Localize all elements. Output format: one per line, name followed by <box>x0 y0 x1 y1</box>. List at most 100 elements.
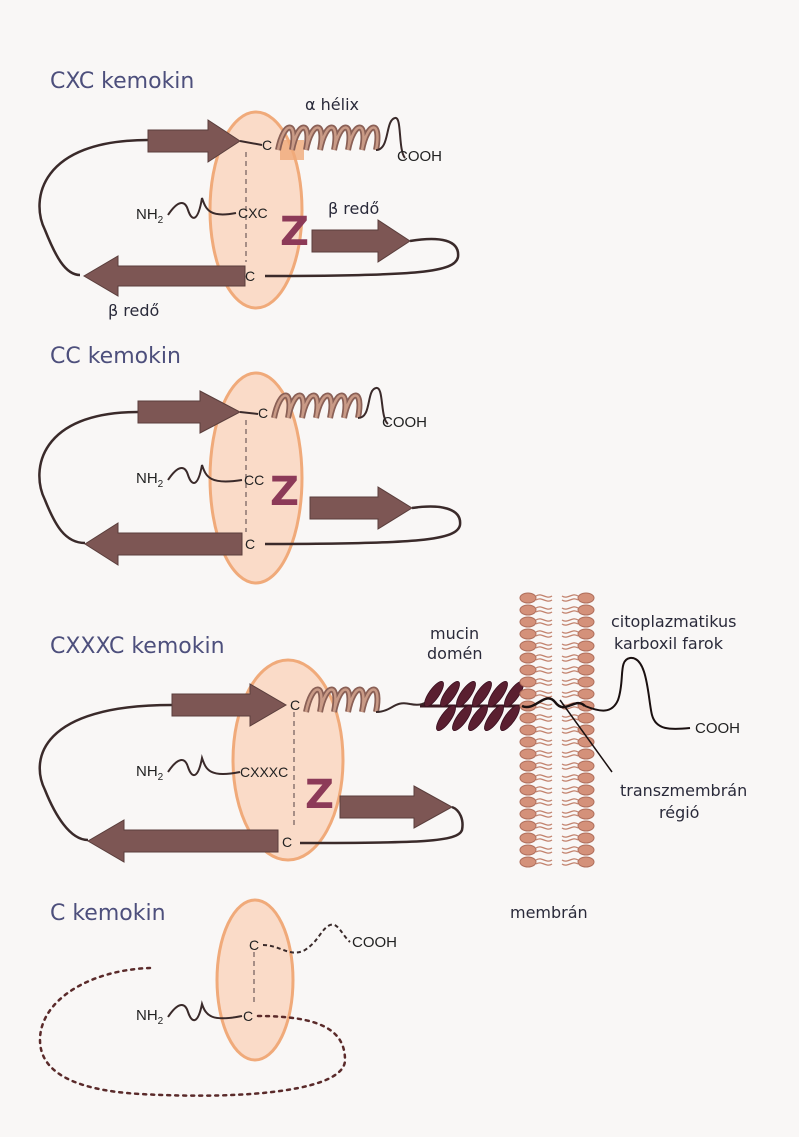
lipid-head <box>561 760 595 772</box>
lipid-head <box>561 652 595 664</box>
beta-strand-arrow <box>83 255 246 297</box>
loop-line <box>299 805 464 845</box>
cooh-label: COOH <box>382 414 427 431</box>
cxxxc-chemokine: CXXXC kemokin C NH2 <box>38 634 524 863</box>
transmembrane-segment <box>521 697 586 709</box>
alpha-helix-highlight <box>276 126 379 151</box>
lipid-head <box>519 820 553 832</box>
beta-strand-arrow <box>311 219 411 263</box>
lipid-head <box>519 796 553 808</box>
nh2-label: NH2 <box>136 763 164 783</box>
cys-residue: C <box>245 536 255 552</box>
lipid-head <box>519 856 553 868</box>
nh2-label: NH2 <box>136 206 164 226</box>
cys-residue: C <box>282 834 292 850</box>
cxc-chemokine: CXC kemokin C COOH α hélix NH2 CXC Z β r… <box>38 69 460 320</box>
lipid-head <box>561 724 595 736</box>
lipid-head <box>519 760 553 772</box>
beta-strand-arrow <box>137 390 242 434</box>
motif-label: CC <box>244 472 264 488</box>
cc-title: CC kemokin <box>50 344 181 369</box>
lipid-head <box>561 796 595 808</box>
lipid-head <box>519 676 553 688</box>
z-linker: Z <box>280 209 309 255</box>
lipid-head <box>561 592 595 604</box>
alpha-helix-highlight <box>272 394 361 419</box>
lipid-head <box>561 712 595 724</box>
beta-strand-arrow <box>87 819 279 863</box>
tail-line <box>357 387 389 425</box>
membrane-bilayer: COOH mucin domén citoplazmatikus karboxi… <box>427 592 747 922</box>
cys-residue: C <box>243 1008 253 1024</box>
lipid-head <box>561 664 595 676</box>
lipid-head <box>519 772 553 784</box>
lipid-head <box>561 640 595 652</box>
lipid-head <box>519 592 553 604</box>
beta-strand-arrow <box>84 522 243 566</box>
nh2-label: NH2 <box>136 470 164 490</box>
cc-chemokine: CC kemokin C COOH NH2 CC Z C <box>38 344 462 585</box>
helix-label: α hélix <box>305 95 359 114</box>
lipid-head <box>519 736 553 748</box>
tail-dotted-line <box>262 923 351 954</box>
lipid-head <box>519 604 553 616</box>
nterm-line <box>167 1000 243 1022</box>
loop-line <box>264 237 460 278</box>
cys-residue: C <box>262 137 272 153</box>
lipid-head <box>561 844 595 856</box>
nterm-line <box>167 197 237 219</box>
lipid-head <box>561 808 595 820</box>
cxc-title: CXC kemokin <box>50 69 194 94</box>
nterm-line <box>167 754 241 776</box>
mucin-glycans <box>424 680 524 732</box>
mucin-label: domén <box>427 644 483 663</box>
membrane-label: membrán <box>510 903 588 922</box>
cooh-label: COOH <box>695 720 740 737</box>
cooh-label: COOH <box>397 148 442 165</box>
lipid-head <box>561 736 595 748</box>
cys-residue: C <box>290 697 300 713</box>
nterm-line <box>167 464 243 484</box>
lipid-head <box>519 832 553 844</box>
lipid-head <box>519 628 553 640</box>
loop-line <box>38 410 139 545</box>
lipid-head <box>561 604 595 616</box>
core-ellipse <box>208 110 304 310</box>
lipid-head <box>519 712 553 724</box>
motif-label: CXXXC <box>240 764 288 780</box>
transmembrane-label: transzmembrán <box>620 781 747 800</box>
cys-residue: C <box>258 405 268 421</box>
transmembrane-label: régió <box>659 803 699 822</box>
mucin-label: mucin <box>430 624 479 643</box>
lipid-head <box>519 724 553 736</box>
lipid-head <box>519 664 553 676</box>
cxxxc-title: CXXXC kemokin <box>50 634 225 659</box>
loop-line <box>38 703 173 842</box>
tail-line <box>375 117 406 159</box>
lipid-head <box>561 616 595 628</box>
lipid-head <box>561 820 595 832</box>
z-linker: Z <box>305 772 334 818</box>
lipid-head <box>519 616 553 628</box>
z-linker: Z <box>270 469 299 515</box>
nh2-label: NH2 <box>136 1007 164 1027</box>
loop-line <box>264 505 462 546</box>
lipid-head <box>519 844 553 856</box>
loop-line <box>38 138 149 277</box>
connector <box>239 140 263 146</box>
cooh-label: COOH <box>352 934 397 951</box>
cytoplasmic-tail <box>584 656 691 730</box>
lipid-head <box>561 772 595 784</box>
lipid-head <box>561 856 595 868</box>
lipid-head <box>519 808 553 820</box>
lipid-head <box>519 784 553 796</box>
cytoplasmic-label: citoplazmatikus <box>611 612 736 631</box>
beta-strand-arrow <box>171 683 287 727</box>
lipid-head <box>519 652 553 664</box>
beta-strand-arrow <box>309 486 413 530</box>
beta-label: β redő <box>108 301 159 320</box>
loop-dotted-line <box>38 966 347 1097</box>
lipid-head <box>561 676 595 688</box>
alpha-helix-highlight <box>304 688 379 713</box>
connector <box>239 411 259 415</box>
